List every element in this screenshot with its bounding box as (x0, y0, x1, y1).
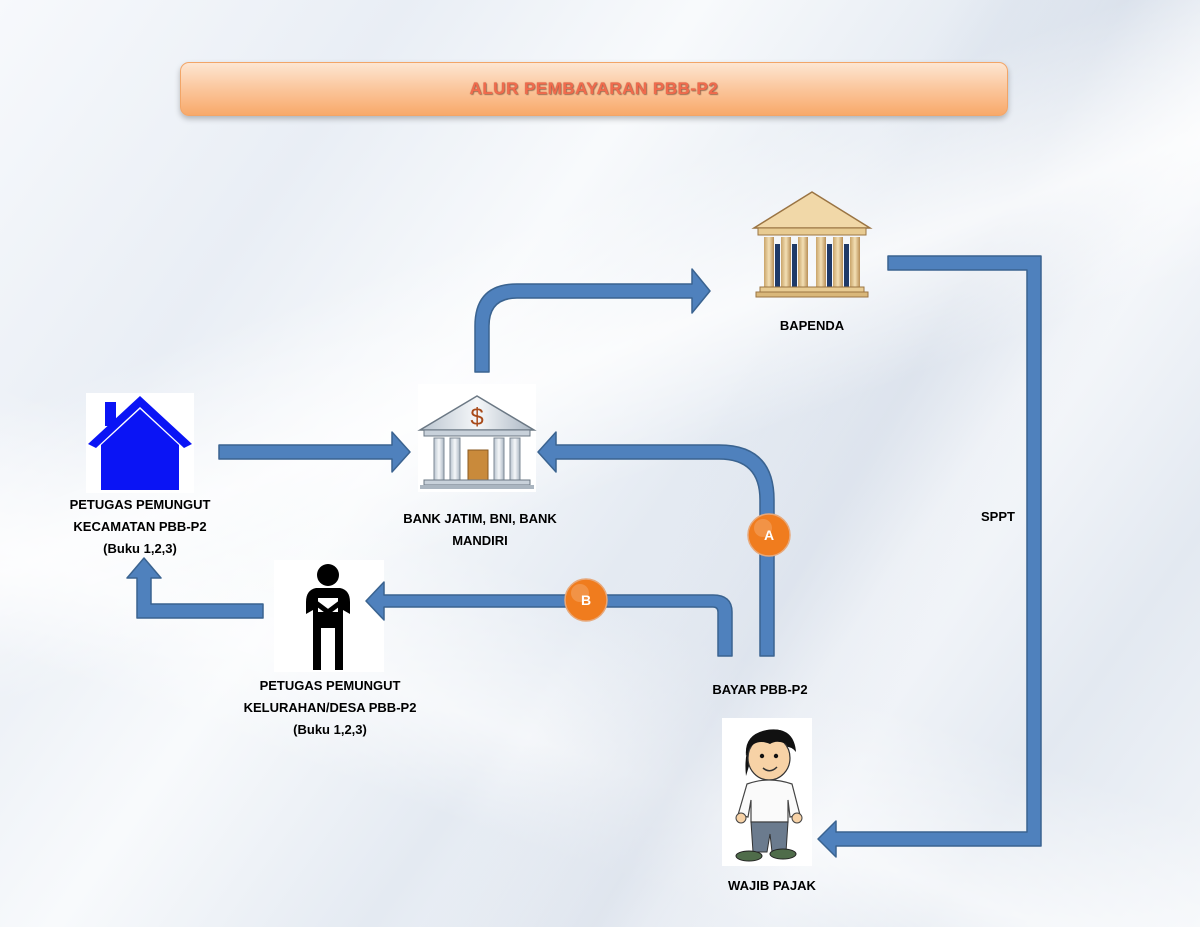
label-petugas-kecamatan-line2: KECAMATAN PBB-P2 (73, 519, 207, 534)
bank-icon: $ (417, 395, 537, 489)
arrow-bayar-to-kelurahan (365, 581, 733, 657)
svg-text:$: $ (470, 404, 483, 431)
label-bank-line2: MANDIRI (452, 533, 508, 548)
arrow-house-to-bank (218, 431, 411, 473)
label-sppt: SPPT (981, 509, 1015, 524)
label-petugas-kelurahan: PETUGAS PEMUNGUT KELURAHAN/DESA PBB-P2 (… (200, 675, 460, 741)
badge-a (747, 513, 791, 557)
arrow-bayar-to-bank (537, 431, 775, 657)
arrow-bapenda-to-wajibpajak (817, 255, 1042, 858)
label-bank: BANK JATIM, BNI, BANK MANDIRI (370, 508, 590, 552)
label-petugas-kecamatan-line1: PETUGAS PEMUNGUT (69, 497, 211, 512)
label-petugas-kecamatan-line3: (Buku 1,2,3) (103, 541, 177, 556)
badge-a-label: A (763, 527, 775, 543)
page-title: ALUR PEMBAYARAN PBB-P2 (469, 79, 719, 98)
arrow-bank-to-bapenda (474, 268, 711, 373)
label-petugas-kelurahan-line1: PETUGAS PEMUNGUT (259, 678, 401, 693)
arrow-kelurahan-to-kecamatan (126, 557, 264, 619)
badge-b (564, 578, 608, 622)
label-wajib-pajak: WAJIB PAJAK (728, 878, 816, 893)
house-icon (88, 396, 192, 490)
label-petugas-kelurahan-line3: (Buku 1,2,3) (293, 722, 367, 737)
label-bapenda: BAPENDA (779, 318, 845, 333)
officer-icon (306, 564, 350, 670)
bapenda-building-icon (751, 191, 873, 298)
taxpayer-icon (735, 729, 803, 862)
title-banner: ALUR PEMBAYARAN PBB-P2 (180, 62, 1008, 116)
label-petugas-kelurahan-line2: KELURAHAN/DESA PBB-P2 (243, 700, 417, 715)
label-bayar: BAYAR PBB-P2 (712, 682, 808, 697)
label-petugas-kecamatan: PETUGAS PEMUNGUT KECAMATAN PBB-P2 (Buku … (30, 494, 250, 560)
label-bank-line1: BANK JATIM, BNI, BANK (403, 511, 557, 526)
badge-b-label: B (580, 592, 592, 608)
